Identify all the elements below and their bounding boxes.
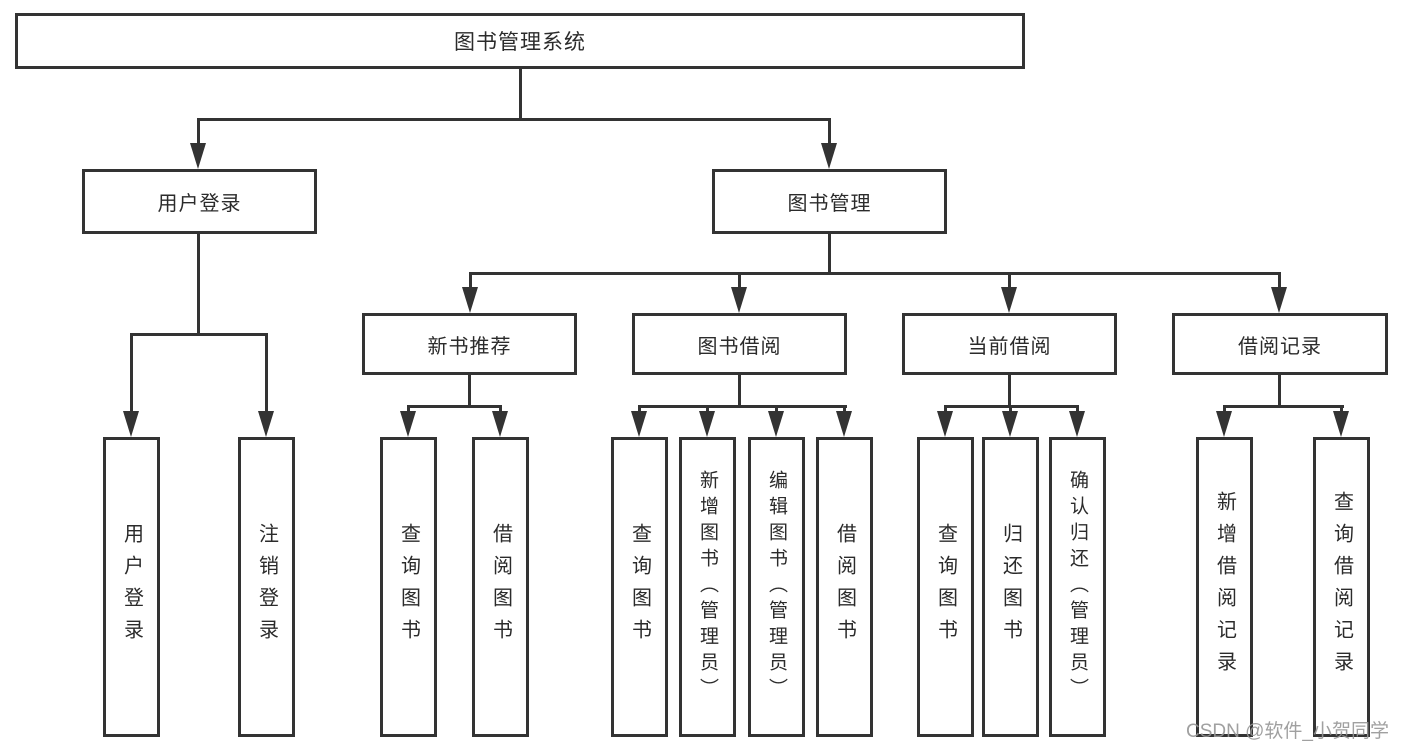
leaf-current-return-books-label: 归还图书	[999, 523, 1022, 651]
leaf-recommend-borrow-books-label: 借阅图书	[489, 523, 512, 651]
arrow-down-icon	[190, 143, 206, 169]
connector-line	[407, 405, 502, 408]
leaf-record-add-borrow-record-label: 新增借阅记录	[1213, 491, 1236, 683]
arrow-down-icon	[123, 411, 139, 437]
node-book-management-label: 图书管理	[787, 193, 872, 215]
arrow-down-icon	[492, 411, 508, 437]
connector-line	[468, 375, 471, 405]
leaf-current-query-books: 查询图书	[917, 437, 974, 737]
connector-line	[706, 405, 709, 413]
leaf-borrow-edit-books-admin-label: 编辑图书（管理员）	[766, 470, 787, 704]
arrow-down-icon	[462, 287, 478, 313]
leaf-borrow-query-books: 查询图书	[611, 437, 668, 737]
connector-line	[130, 333, 268, 336]
connector-line	[828, 234, 831, 272]
arrow-down-icon	[1002, 411, 1018, 437]
node-user-login-label: 用户登录	[157, 193, 242, 215]
leaf-borrow-add-books-admin: 新增图书（管理员）	[679, 437, 736, 737]
connector-line	[1223, 405, 1226, 413]
connector-line	[197, 234, 200, 333]
connector-line	[1009, 405, 1012, 413]
connector-line	[1008, 272, 1011, 287]
connector-line	[944, 405, 947, 413]
leaf-record-query-borrow-record: 查询借阅记录	[1313, 437, 1370, 737]
leaf-recommend-query-books-label: 查询图书	[397, 523, 420, 651]
leaf-recommend-borrow-books: 借阅图书	[472, 437, 529, 737]
connector-line	[197, 118, 200, 144]
connector-line	[738, 375, 741, 405]
connector-line	[499, 405, 502, 413]
connector-line	[265, 333, 268, 412]
connector-line	[738, 272, 741, 287]
connector-line	[130, 333, 133, 412]
leaf-record-query-borrow-record-label: 查询借阅记录	[1330, 491, 1353, 683]
node-user-login: 用户登录	[82, 169, 317, 234]
arrow-down-icon	[400, 411, 416, 437]
arrow-down-icon	[1069, 411, 1085, 437]
leaf-user-login: 用户登录	[103, 437, 160, 737]
leaf-current-confirm-return-admin: 确认归还（管理员）	[1049, 437, 1106, 737]
connector-line	[469, 272, 472, 287]
leaf-logout-label: 注销登录	[255, 523, 278, 651]
arrow-down-icon	[937, 411, 953, 437]
node-current-borrow: 当前借阅	[902, 313, 1117, 375]
arrow-down-icon	[699, 411, 715, 437]
leaf-borrow-add-books-admin-label: 新增图书（管理员）	[697, 470, 718, 704]
leaf-user-login-label: 用户登录	[120, 523, 143, 651]
watermark: CSDN @软件_小贺同学	[1186, 721, 1389, 742]
arrow-down-icon	[1271, 287, 1287, 313]
leaf-borrow-borrow-books: 借阅图书	[816, 437, 873, 737]
node-book-borrow-label: 图书借阅	[697, 335, 782, 358]
leaf-logout: 注销登录	[238, 437, 295, 737]
node-borrow-record: 借阅记录	[1172, 313, 1388, 375]
leaf-current-confirm-return-admin-label: 确认归还（管理员）	[1067, 470, 1088, 704]
node-root-label: 图书管理系统	[454, 31, 586, 54]
arrow-down-icon	[1216, 411, 1232, 437]
node-new-book-recommend-label: 新书推荐	[427, 335, 512, 358]
connector-line	[469, 272, 1281, 275]
connector-line	[197, 118, 831, 121]
connector-line	[519, 69, 522, 118]
connector-line	[1340, 405, 1343, 413]
node-new-book-recommend: 新书推荐	[362, 313, 577, 375]
connector-line	[407, 405, 410, 413]
arrow-down-icon	[1333, 411, 1349, 437]
connector-line	[1076, 405, 1079, 413]
connector-line	[1008, 375, 1011, 405]
connector-line	[1223, 405, 1344, 408]
arrow-down-icon	[1001, 287, 1017, 313]
node-book-borrow: 图书借阅	[632, 313, 847, 375]
node-book-management: 图书管理	[712, 169, 947, 234]
leaf-record-add-borrow-record: 新增借阅记录	[1196, 437, 1253, 737]
arrow-down-icon	[631, 411, 647, 437]
arrow-down-icon	[258, 411, 274, 437]
connector-line	[638, 405, 641, 413]
leaf-borrow-edit-books-admin: 编辑图书（管理员）	[748, 437, 805, 737]
arrow-down-icon	[821, 143, 837, 169]
connector-line	[775, 405, 778, 413]
connector-line	[828, 118, 831, 144]
connector-line	[843, 405, 846, 413]
node-current-borrow-label: 当前借阅	[967, 335, 1052, 358]
leaf-borrow-borrow-books-label: 借阅图书	[833, 523, 856, 651]
leaf-recommend-query-books: 查询图书	[380, 437, 437, 737]
connector-line	[638, 405, 847, 408]
arrow-down-icon	[731, 287, 747, 313]
connector-line	[1278, 375, 1281, 405]
leaf-current-return-books: 归还图书	[982, 437, 1039, 737]
leaf-borrow-query-books-label: 查询图书	[628, 523, 651, 651]
arrow-down-icon	[836, 411, 852, 437]
connector-line	[1278, 272, 1281, 287]
leaf-current-query-books-label: 查询图书	[934, 523, 957, 651]
node-borrow-record-label: 借阅记录	[1238, 335, 1322, 358]
arrow-down-icon	[768, 411, 784, 437]
node-root: 图书管理系统	[15, 13, 1025, 69]
